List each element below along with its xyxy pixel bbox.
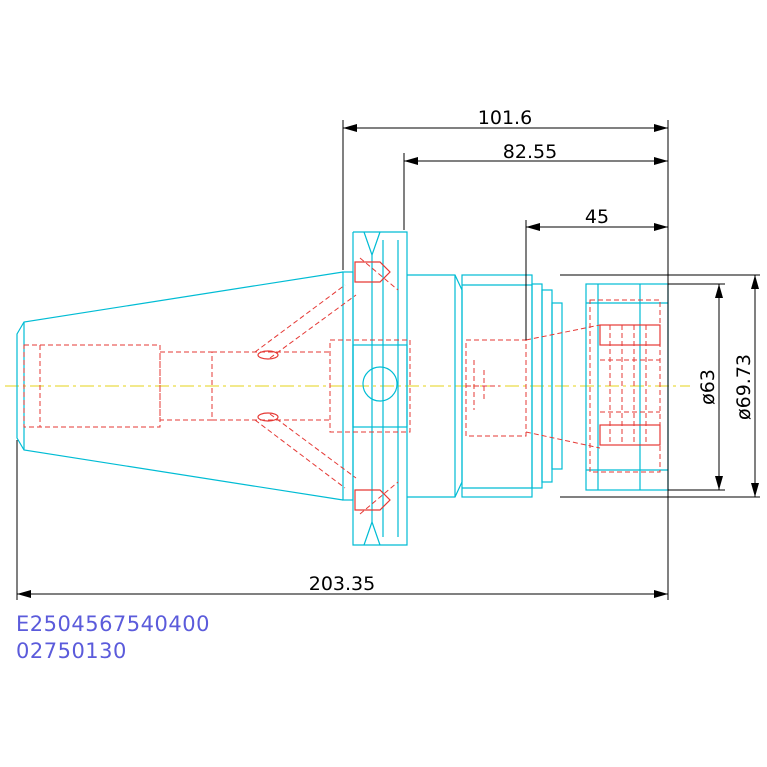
part-code-line-2: 02750130 [16,639,127,663]
dim-gauge-to-nose: 82.55 [503,141,557,163]
dim-inner-diameter: ø63 [697,369,719,405]
dim-bore-depth: 45 [585,206,609,228]
tool-holder-outline [16,231,669,546]
dim-outer-diameter: ø69.73 [733,354,755,420]
hidden-internal-geometry [23,257,661,515]
dim-overall-length: 203.35 [309,573,375,595]
part-code-line-1: E2504567540400 [16,612,210,636]
dim-flange-to-nose: 101.6 [478,107,532,129]
dimensions: 101.6 82.55 45 203.35 ø63 ø69.73 [16,107,760,600]
part-code-block: E2504567540400 02750130 [16,611,210,665]
